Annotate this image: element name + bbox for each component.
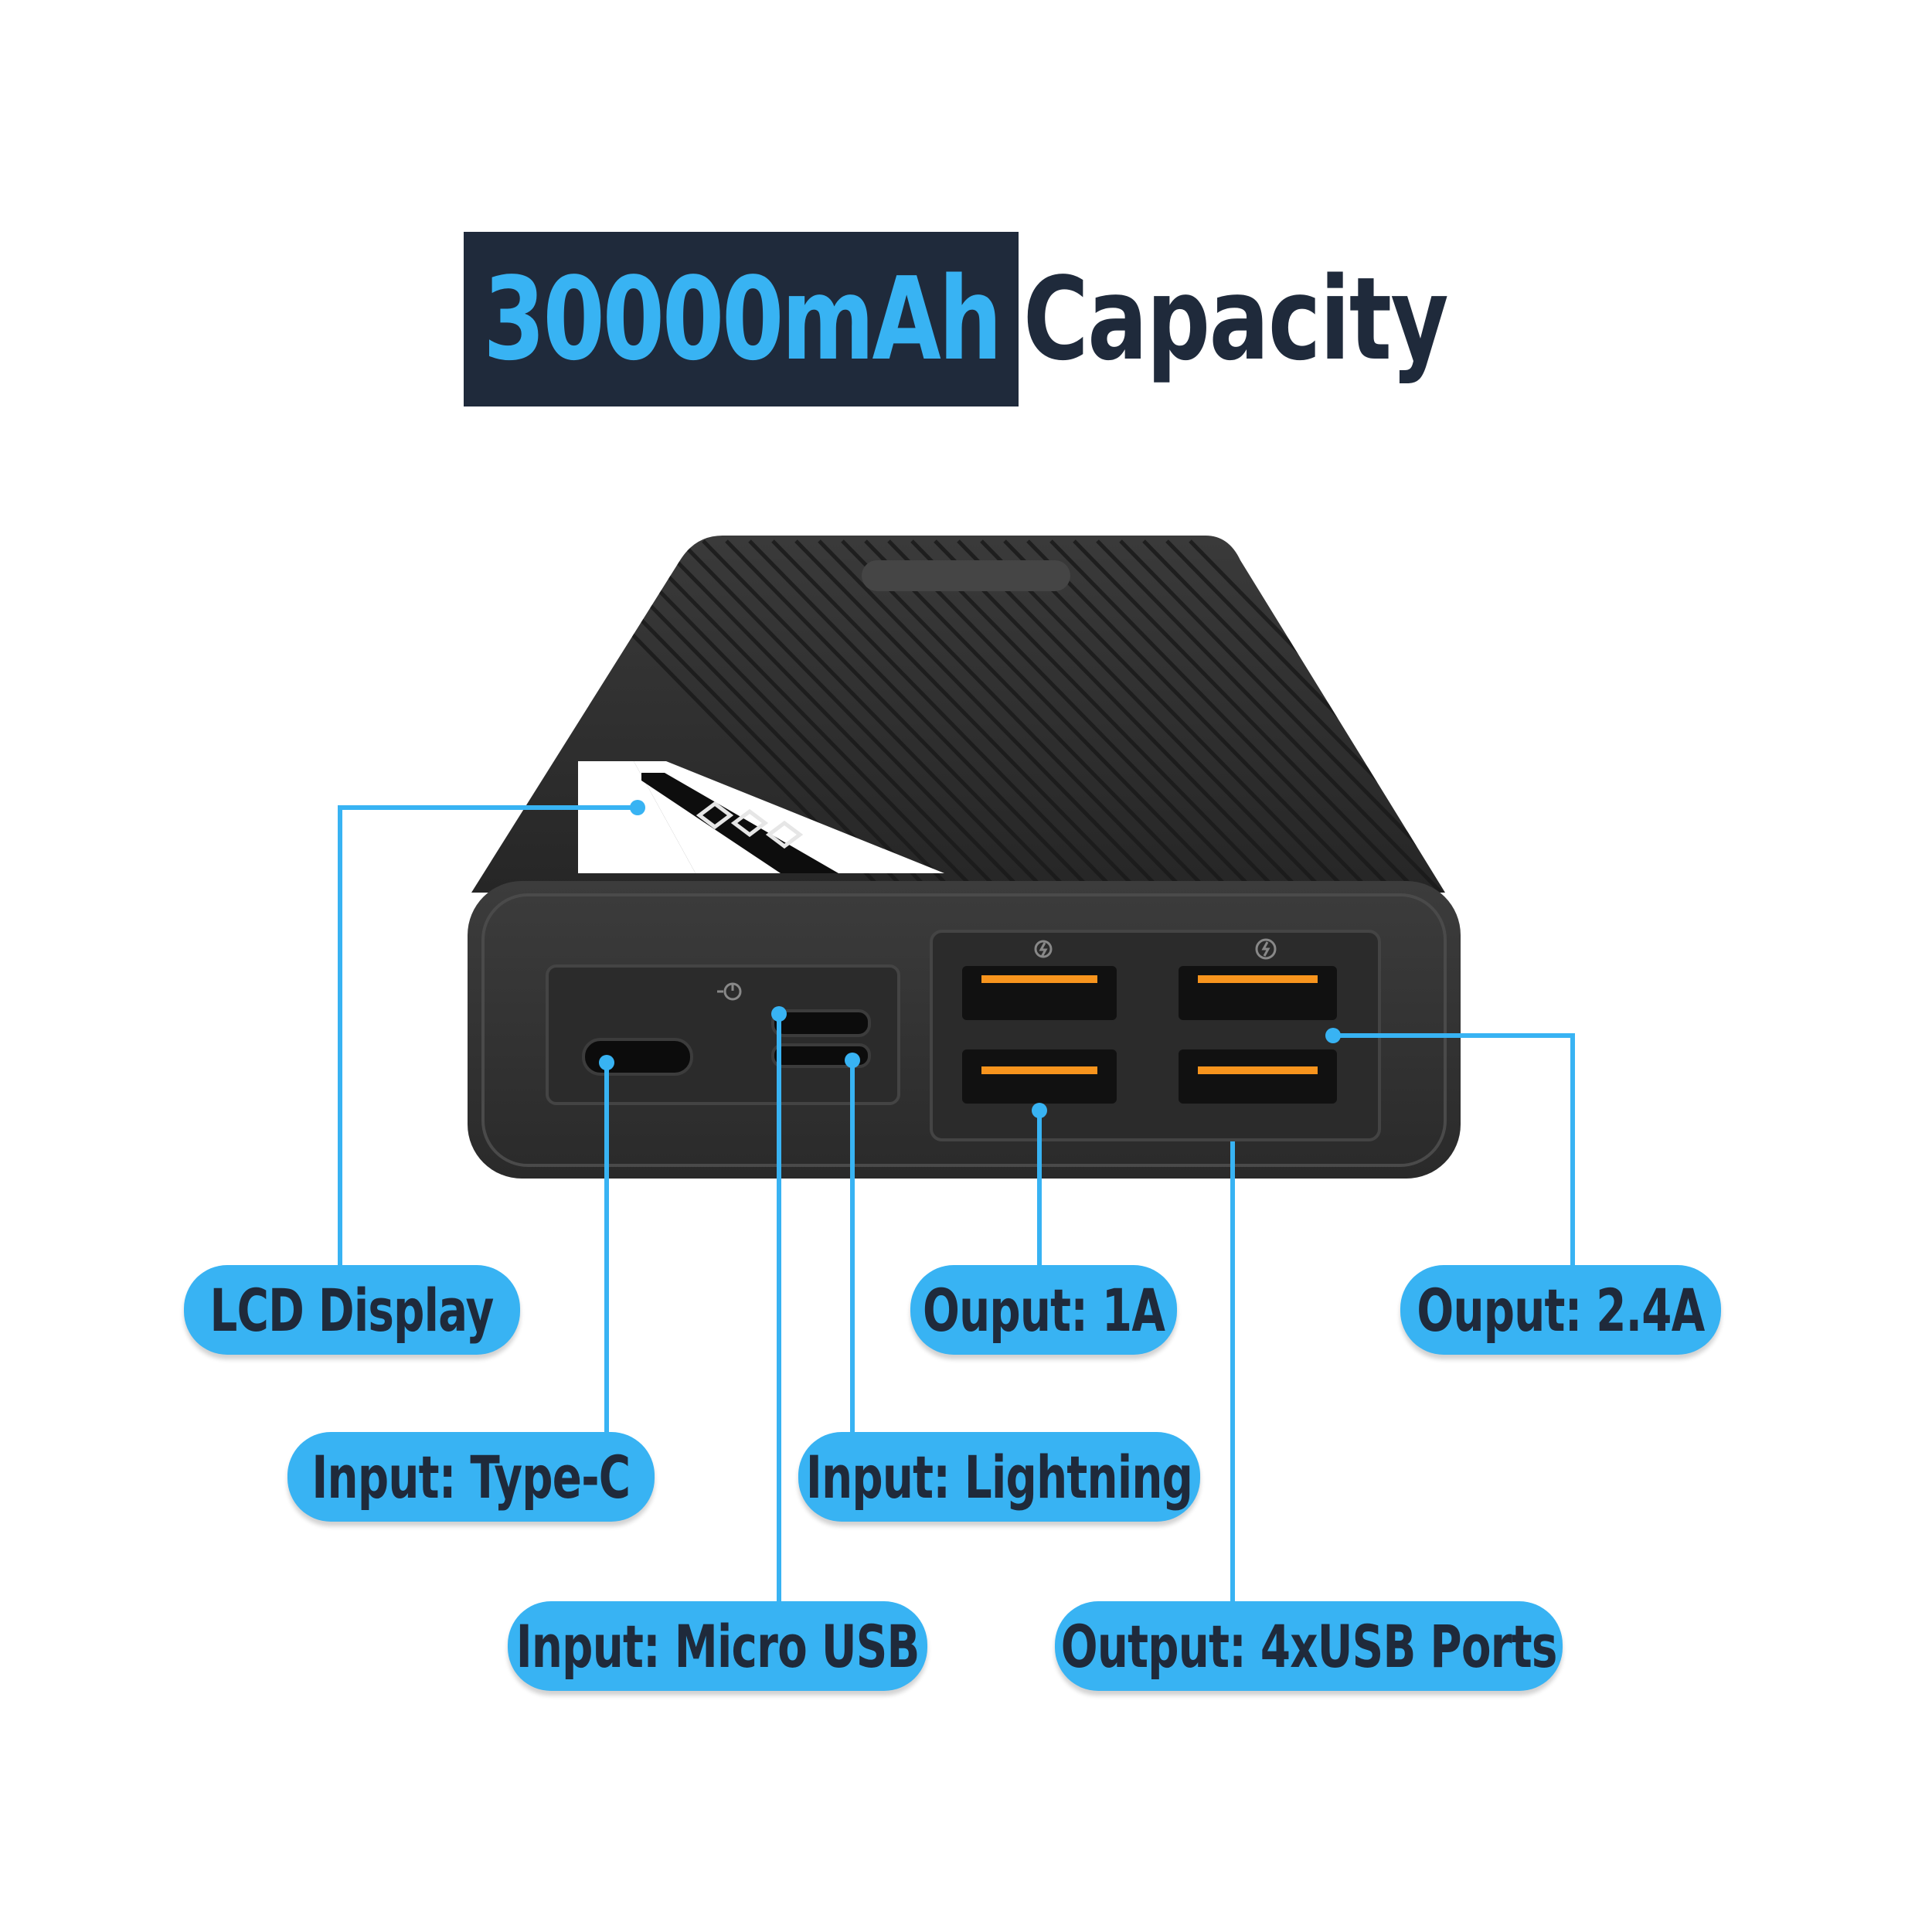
input-micro-usb-port — [771, 1009, 871, 1037]
title-highlight: 30000mAh — [482, 253, 1002, 386]
callout-line-lcd — [338, 805, 638, 1265]
label-lcd-display: LCD Display — [184, 1265, 520, 1355]
fast-charge-icon — [1255, 938, 1277, 960]
title-row: 30000mAh Capacity — [464, 232, 1567, 406]
callout-dots — [599, 800, 1341, 1118]
lcd-window — [578, 761, 944, 873]
title-highlight-box: 30000mAh — [464, 232, 1019, 406]
power-icon — [717, 982, 742, 1001]
input-type-c-port — [582, 1038, 693, 1076]
output-usb-port-3 — [962, 1049, 1117, 1104]
label-output-2-4a: Ouput: 2.4A — [1400, 1265, 1721, 1355]
label-input-lightning: Input: Lightning — [798, 1432, 1200, 1522]
lcd-digits-icon — [696, 801, 804, 849]
bolt-icon — [1034, 940, 1053, 958]
callout-lines — [338, 805, 1575, 1601]
title-rest: Capacity — [1023, 253, 1449, 386]
output-usb-port-4 — [1179, 1049, 1337, 1104]
output-usb-port-2 — [1179, 966, 1337, 1020]
label-input-type-c: Input: Type-C — [287, 1432, 655, 1522]
label-output-1a: Ouput: 1A — [910, 1265, 1177, 1355]
output-usb-port-1 — [962, 966, 1117, 1020]
device-front-face — [468, 881, 1461, 1179]
callout-line-2-4a — [1333, 1033, 1575, 1265]
label-input-micro-usb: Input: Micro USB — [508, 1601, 927, 1691]
label-output-4x-usb: Output: 4xUSB Ports — [1055, 1601, 1563, 1691]
